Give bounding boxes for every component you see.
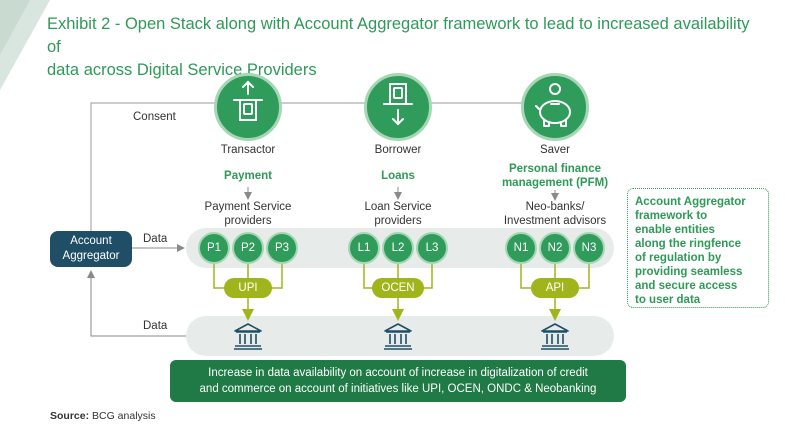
piggy-bank-icon [535, 83, 571, 127]
bank-building-icon [541, 323, 569, 350]
node-n1: N1 [505, 232, 537, 264]
node-p1: P1 [198, 232, 230, 264]
account-aggregator-box: Account Aggregator [50, 231, 132, 267]
consent-label: Consent [133, 111, 176, 123]
title-line-1: Exhibit 2 - Open Stack along with Accoun… [47, 15, 750, 56]
note-line: and secure access [635, 280, 738, 292]
transactor-circle [214, 73, 282, 141]
data-label-bottom: Data [143, 320, 168, 332]
providers-neobank: Neo-banks/ Investment advisors [490, 200, 620, 228]
bank-building-icon [234, 323, 262, 350]
providers-payment-line-1: Payment Service [204, 201, 292, 213]
node-p3: P3 [266, 232, 298, 264]
saver-circle [521, 73, 589, 141]
category-pfm-line-1: Personal finance [508, 163, 602, 175]
corner-triangle-icon [0, 0, 50, 90]
category-loans: Loans [381, 170, 415, 182]
note-line: enable entities [635, 224, 715, 236]
node-p2: P2 [232, 232, 264, 264]
category-pfm: Personal finance management (PFM) [490, 162, 620, 190]
role-saver: Saver [539, 144, 571, 156]
providers-loan: Loan Service providers [338, 200, 458, 228]
providers-payment: Payment Service providers [188, 200, 308, 228]
category-pfm-line-2: management (PFM) [501, 177, 609, 189]
note-line: framework to [635, 210, 708, 222]
note-line: providing seamless [635, 266, 743, 278]
providers-payment-line-2: providers [224, 215, 272, 227]
source-note: Source: BCG analysis [50, 410, 156, 422]
conclusion-box: Increase in data availability on account… [170, 360, 626, 402]
atm-withdraw-icon [383, 83, 413, 126]
page-title: Exhibit 2 - Open Stack along with Accoun… [47, 13, 767, 82]
source-text: BCG analysis [89, 410, 156, 422]
node-l1: L1 [348, 232, 380, 264]
aggregator-note: Account Aggregator framework to enable e… [627, 188, 769, 308]
note-line: along the ringfence [635, 238, 742, 250]
role-borrower: Borrower [374, 144, 422, 156]
rail-upi: UPI [224, 278, 272, 298]
note-line: of regulation by [635, 252, 722, 264]
note-line: to user data [635, 294, 701, 306]
bank-building-icon [384, 323, 412, 350]
atm-cash-icon [233, 80, 263, 121]
account-aggregator-line-1: Account [70, 235, 112, 247]
category-payment: Payment [224, 170, 272, 182]
node-n2: N2 [539, 232, 571, 264]
source-label: Source: [50, 410, 90, 422]
node-n3: N3 [573, 232, 605, 264]
borrower-circle [364, 73, 432, 141]
providers-neobank-line-1: Neo-banks/ [525, 201, 585, 213]
providers-loan-line-1: Loan Service [364, 201, 432, 213]
conclusion-line-2: and commerce on account of initiatives l… [199, 383, 597, 395]
data-label-top: Data [143, 233, 168, 245]
providers-neobank-line-2: Investment advisors [503, 215, 607, 227]
role-transactor: Transactor [220, 144, 276, 156]
data-bottom-line [87, 270, 186, 337]
note-line: Account Aggregator [635, 196, 746, 208]
node-l2: L2 [382, 232, 414, 264]
rail-api: API [531, 278, 579, 298]
conclusion-line-1: Increase in data availability on account… [208, 367, 588, 379]
account-aggregator-line-2: Aggregator [62, 250, 120, 262]
providers-loan-line-2: providers [374, 215, 422, 227]
rail-ocen: OCEN [372, 278, 424, 298]
node-l3: L3 [416, 232, 448, 264]
